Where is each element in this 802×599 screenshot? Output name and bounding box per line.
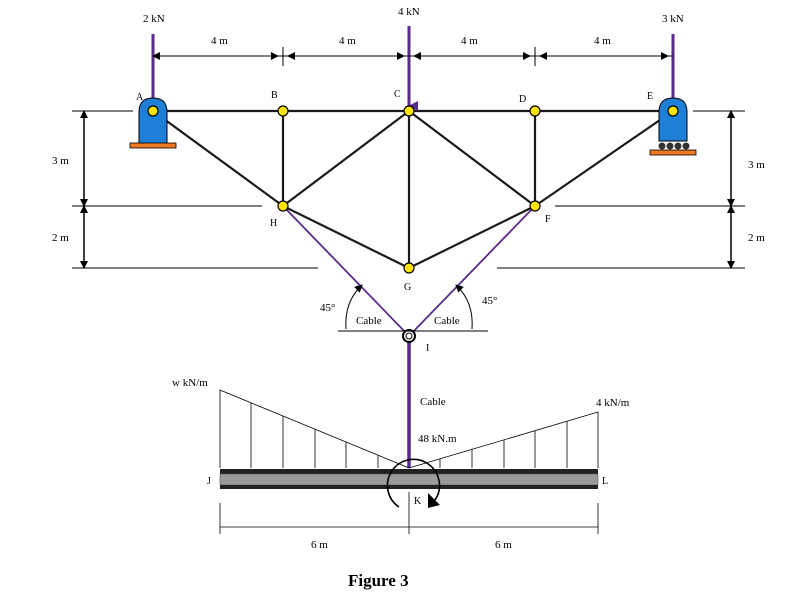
beam-dimension: [219, 492, 599, 534]
roller-support-e: [649, 97, 697, 156]
joint-h: [277, 200, 289, 212]
node-label-k: K: [414, 496, 422, 507]
joint-b: [277, 105, 289, 117]
joint-f: [529, 200, 541, 212]
angle-label-left: 45°: [320, 302, 335, 314]
span-label-2: 4 m: [339, 35, 356, 47]
cable-hi: [282, 205, 410, 337]
node-label-j: J: [207, 476, 211, 487]
member-hc: [282, 110, 410, 207]
load-label-a: 2 kN: [143, 13, 165, 25]
load-label-c: 4 kN: [398, 6, 420, 18]
cable-label-right: Cable: [434, 315, 460, 327]
member-hg: [282, 205, 410, 269]
ring-i: [402, 329, 416, 343]
figure-caption: Figure 3: [348, 571, 409, 590]
left-height-upper: 3 m: [52, 155, 69, 167]
pin-support-a: [129, 97, 177, 149]
member-fe: [534, 110, 674, 207]
cables: [282, 205, 536, 468]
node-label-h: H: [270, 218, 277, 229]
node-label-f: F: [545, 214, 551, 225]
node-label-g: G: [404, 282, 411, 293]
span-label-3: 4 m: [461, 35, 478, 47]
moment-arrow-head: [428, 493, 440, 508]
node-label-l: L: [602, 476, 608, 487]
member-cf: [408, 110, 536, 207]
right-height-lower: 2 m: [748, 232, 765, 244]
cable-label-left: Cable: [356, 315, 382, 327]
angle-markers: [338, 284, 488, 332]
node-label-a: A: [136, 92, 144, 103]
node-label-d: D: [519, 94, 526, 105]
span-label-4: 4 m: [594, 35, 611, 47]
left-height-dimension: [72, 110, 318, 269]
load-label-e: 3 kN: [662, 13, 684, 25]
truss-members: [152, 109, 674, 269]
node-label-i: I: [426, 343, 429, 354]
beam-jl: [219, 469, 599, 489]
distributed-load-left-label: w kN/m: [172, 377, 208, 389]
right-height-upper: 3 m: [748, 159, 765, 171]
node-label-c: C: [394, 89, 401, 100]
moment-arrow: [386, 458, 441, 508]
point-loads: [151, 26, 682, 111]
node-label-b: B: [271, 90, 278, 101]
node-label-e: E: [647, 91, 653, 102]
beam-dim-right: 6 m: [495, 539, 512, 551]
cable-fi: [408, 205, 536, 337]
member-gf: [408, 205, 536, 269]
distributed-load-left: [219, 389, 410, 469]
top-dimension: [152, 47, 673, 66]
span-label-1: 4 m: [211, 35, 228, 47]
member-ah: [152, 110, 284, 207]
joint-g: [403, 262, 415, 274]
angle-label-right: 45°: [482, 295, 497, 307]
joint-e: [667, 105, 679, 117]
joint-c: [403, 105, 415, 117]
right-height-dimension: [497, 110, 745, 269]
distributed-load-right: [408, 411, 599, 469]
left-height-lower: 2 m: [52, 232, 69, 244]
moment-label: 48 kN.m: [418, 433, 457, 445]
joint-d: [529, 105, 541, 117]
cable-label-vertical: Cable: [420, 396, 446, 408]
joint-a: [147, 105, 159, 117]
distributed-load-right-label: 4 kN/m: [596, 397, 630, 409]
joints: [147, 105, 679, 274]
beam-dim-left: 6 m: [311, 539, 328, 551]
